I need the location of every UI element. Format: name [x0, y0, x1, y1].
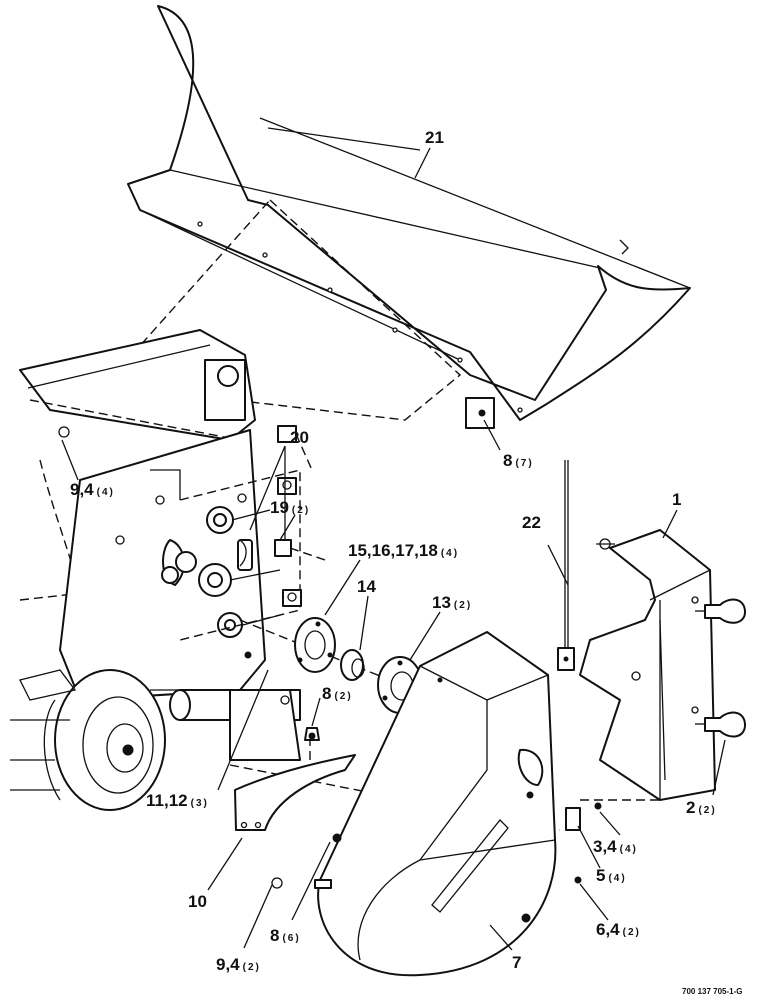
part-22-rod — [557, 460, 575, 671]
leader-lines — [61, 147, 726, 951]
part-8-fastener-mid — [308, 732, 316, 740]
callout-11-12: 11,12(3) — [146, 791, 209, 810]
callout-15-16-17-18: 15,16,17,18(4) — [348, 541, 459, 560]
callout-20: 20 — [290, 428, 309, 447]
part-14-bearing — [340, 649, 365, 681]
part-15-flange — [294, 617, 336, 673]
callout-9-4-lower: 9,4(2) — [216, 955, 261, 974]
callout-6-4: 6,4(2) — [596, 920, 641, 939]
part-8-fastener-bottom — [332, 833, 342, 843]
part-11-bolt — [244, 651, 252, 659]
part-7-drive-shield — [314, 631, 557, 977]
part-9-fastener-bottom — [271, 877, 283, 889]
part-2-knobs — [695, 598, 746, 738]
callout-3-4: 3,4(4) — [593, 837, 638, 856]
callout-10: 10 — [188, 892, 207, 911]
part-21-upper-shield — [127, 5, 691, 429]
callout-1: 1 — [672, 490, 681, 509]
part-3-fastener — [594, 802, 602, 810]
shaft-axis-line — [239, 619, 441, 701]
drawing-reference-code: 700 137 705-1-G — [682, 987, 743, 996]
part-5-clip — [565, 807, 581, 831]
callout-8-6: 8(6) — [270, 926, 301, 945]
callout-19: 19(2) — [270, 498, 310, 517]
callout-8-2: 8(2) — [322, 684, 353, 703]
callout-13: 13(2) — [432, 593, 472, 612]
callout-7: 7 — [512, 953, 521, 972]
part-1-side-cover — [579, 529, 716, 801]
callout-14: 14 — [357, 577, 376, 596]
part-6-fastener — [574, 876, 582, 884]
callout-21: 21 — [425, 128, 444, 147]
part-9-fastener-left — [58, 426, 70, 438]
callout-5: 5(4) — [596, 866, 627, 885]
callout-9-4-upper: 9,4(4) — [70, 480, 115, 499]
bracket-assembly — [274, 425, 326, 607]
rear-plate-outline — [103, 199, 462, 421]
callout-8-7: 8(7) — [503, 451, 534, 470]
callout-labels: 21 8(7) 20 9,4(4) 19(2) 1 22 15,16,17,18… — [70, 128, 717, 974]
callout-22: 22 — [522, 513, 541, 532]
callout-2: 2(2) — [686, 798, 717, 817]
